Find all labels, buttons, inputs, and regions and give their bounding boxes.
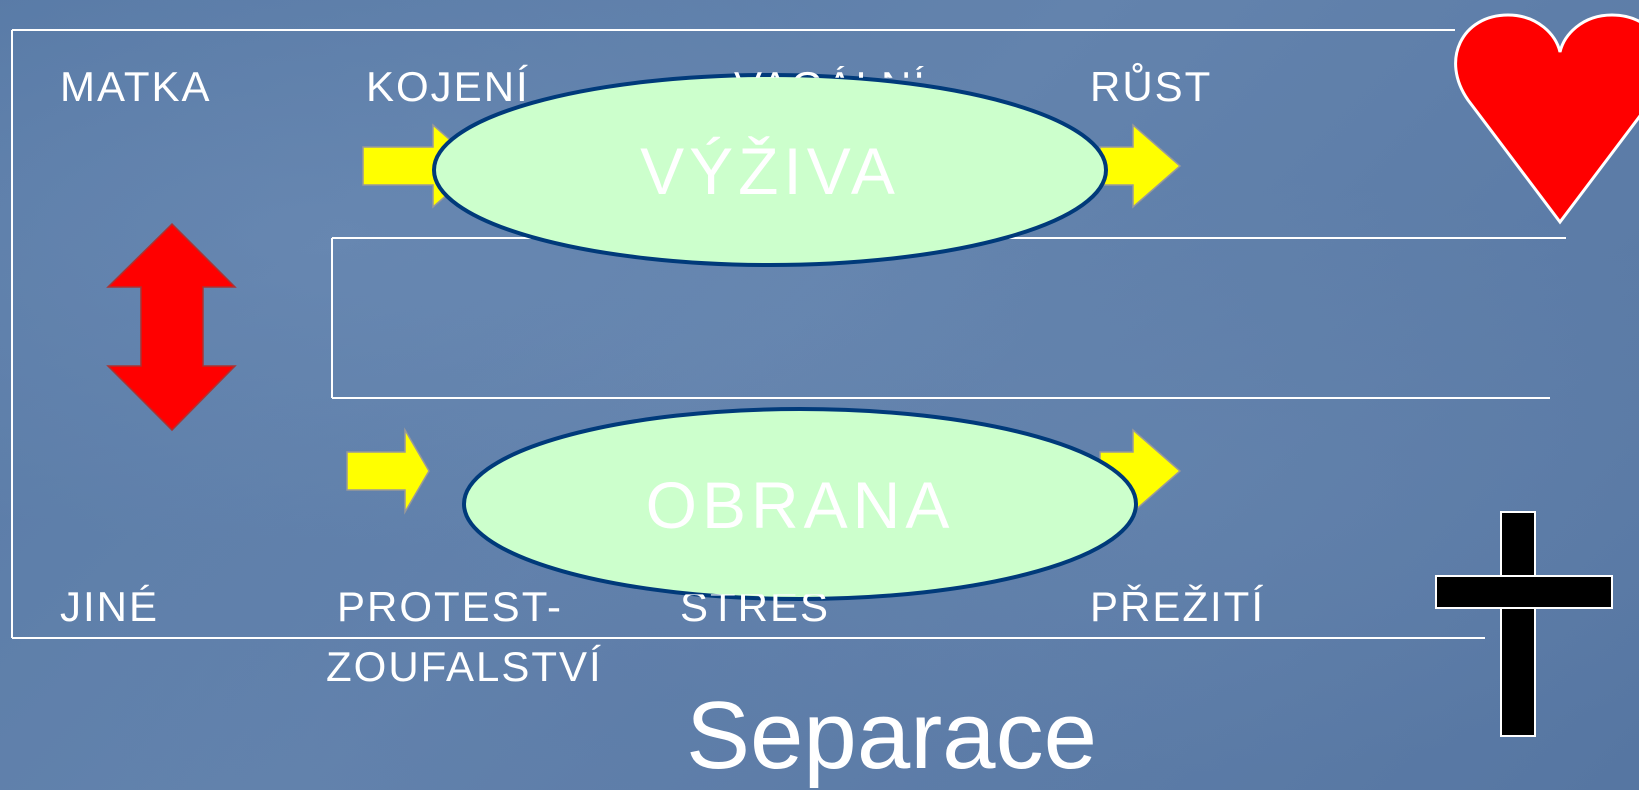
slide-title: Separace — [686, 682, 1097, 789]
right-arrow-icon — [346, 427, 430, 515]
label-jine: JINÉ — [60, 583, 160, 630]
right-arrow-icon — [1099, 123, 1182, 209]
oval-label-vyziva: VÝŽIVA — [640, 134, 900, 208]
label-vagalni: VAGÁLNÍ — [734, 66, 927, 78]
vyziva-oval — [432, 73, 1108, 267]
label-stres: STRES — [680, 583, 831, 630]
label-protest: PROTEST- — [337, 583, 564, 630]
label-preziti: PŘEŽITÍ — [1090, 583, 1266, 630]
label-rust: RŮST — [1090, 63, 1213, 110]
double-arrow-icon — [106, 222, 237, 432]
obrana-oval — [462, 407, 1138, 601]
cross-icon — [1435, 511, 1613, 737]
heart-icon — [1454, 13, 1639, 225]
label-zoufalstvi: ZOUFALSTVÍ — [326, 643, 603, 690]
label-kojeni: KOJENÍ — [366, 63, 530, 110]
label-matka: MATKA — [60, 63, 212, 110]
oval-label-obrana: OBRANA — [645, 468, 955, 542]
